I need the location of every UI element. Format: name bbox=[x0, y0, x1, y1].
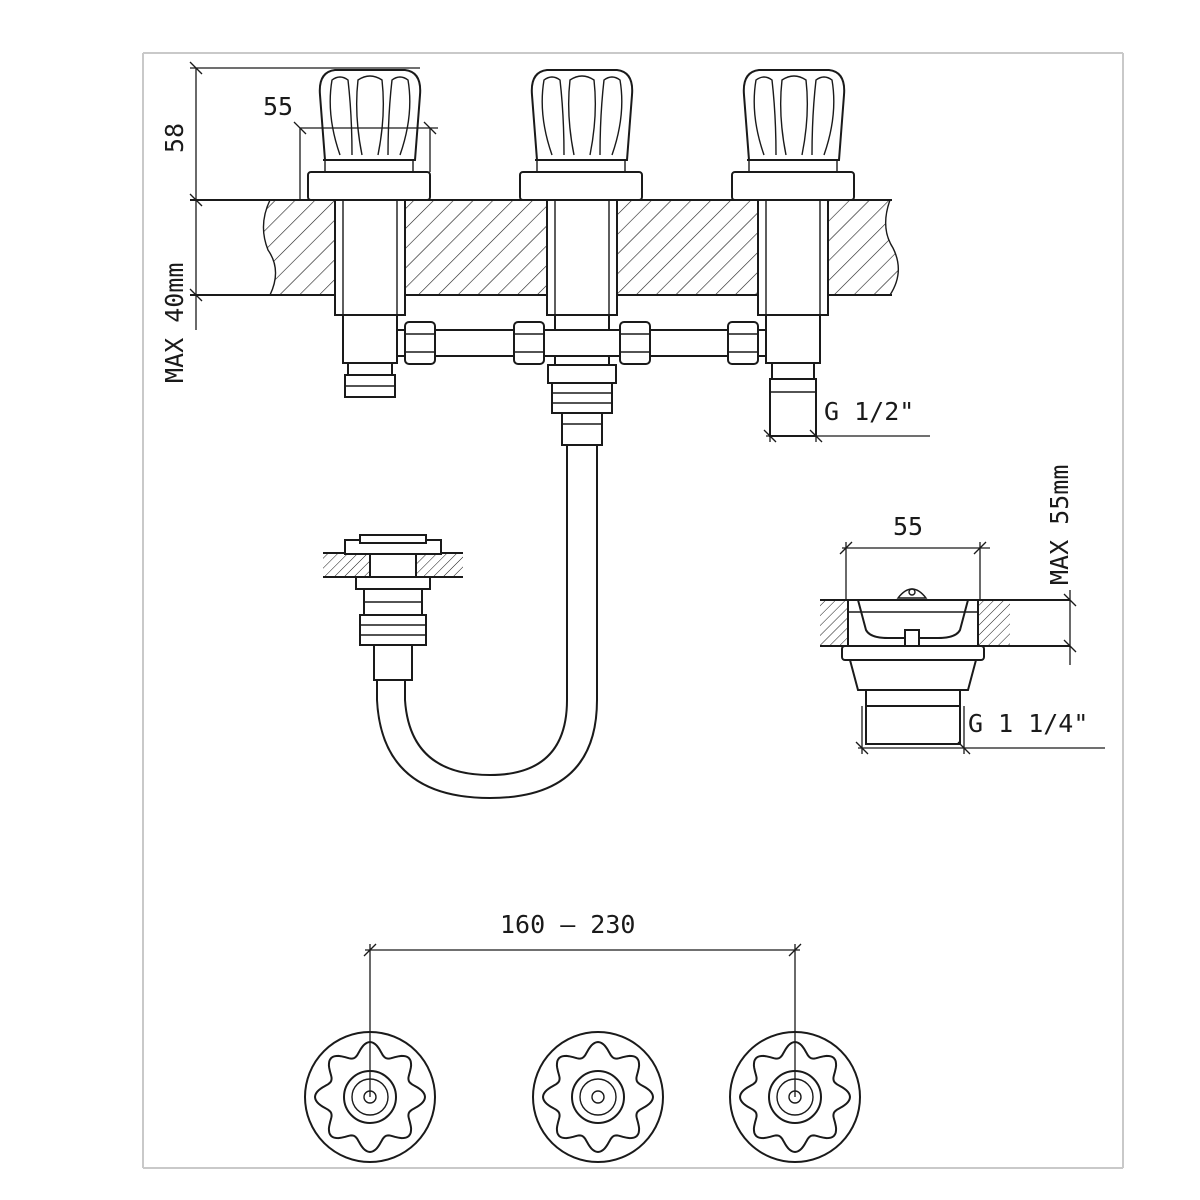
left-valve-lower bbox=[342, 314, 398, 398]
top-view-left-handle bbox=[304, 1031, 436, 1163]
waste-thread-label: G 1 1/4" bbox=[968, 709, 1088, 738]
left-handle bbox=[318, 69, 422, 161]
centers-range-label: 160 – 230 bbox=[500, 910, 635, 939]
inlet-thread-label: G 1/2" bbox=[824, 397, 914, 426]
top-view-right-handle bbox=[729, 1031, 861, 1163]
top-view-center-handle bbox=[532, 1031, 664, 1163]
crossover-pipe bbox=[396, 321, 767, 365]
right-valve-lower bbox=[765, 314, 821, 437]
spout-height-label: MAX 55mm bbox=[1045, 465, 1074, 585]
drawing-frame bbox=[142, 52, 1124, 1169]
right-handle bbox=[742, 69, 846, 161]
center-handle bbox=[530, 69, 634, 161]
waste-detail bbox=[820, 588, 1070, 745]
flexible-hose bbox=[376, 445, 598, 800]
handle-width-label: 55 bbox=[263, 92, 293, 121]
dimension-lines bbox=[189, 61, 1105, 1097]
valve-flanges bbox=[307, 159, 855, 201]
spout-mount bbox=[323, 534, 463, 681]
deck-thickness-label: MAX 40mm bbox=[160, 263, 189, 383]
spout-width-label: 55 bbox=[893, 512, 923, 541]
handle-height-label: 58 bbox=[160, 123, 189, 153]
